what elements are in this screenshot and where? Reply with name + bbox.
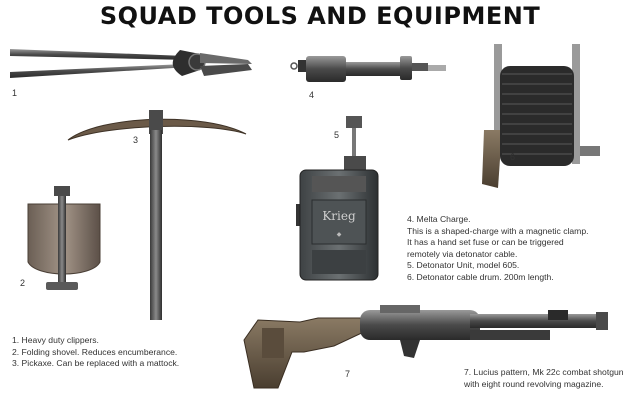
caption-line: 7. Lucius pattern, Mk 22c combat shotgun — [464, 367, 624, 377]
caption-line: 3. Pickaxe. Can be replaced with a matto… — [12, 358, 180, 368]
page-title: SQUAD TOOLS AND EQUIPMENT — [99, 2, 541, 30]
caption-line: with eight round revolving magazine. — [464, 378, 604, 389]
caption-right: 4. Melta Charge. This is a shaped-charge… — [407, 214, 589, 283]
pickaxe-illustration — [67, 110, 247, 320]
caption-line: 6. Detonator cable drum. 200m length. — [407, 271, 554, 282]
caption-left: 1. Heavy duty clippers. 2. Folding shove… — [12, 335, 179, 370]
shotgun-illustration — [243, 305, 608, 389]
item-number-5: 5 — [334, 130, 340, 140]
melta-charge-illustration — [290, 56, 446, 82]
krieg-marking: Krieg — [322, 209, 356, 223]
item-number-2: 2 — [20, 278, 26, 288]
caption-line: It has a hand set fuse or can be trigger… — [407, 237, 564, 247]
item-number-1: 1 — [12, 88, 18, 98]
folding-shovel-illustration — [27, 186, 101, 290]
clippers-illustration — [10, 49, 252, 78]
caption-line: 1. Heavy duty clippers. — [12, 335, 99, 345]
caption-line: 4. Melta Charge. — [407, 214, 471, 224]
caption-line: remotely via detonator cable. — [407, 248, 518, 259]
item-number-3: 3 — [133, 135, 139, 145]
detonator-unit-illustration: Krieg ◆ — [296, 116, 379, 281]
cable-drum-illustration — [482, 44, 600, 188]
item-number-6: 6 — [510, 152, 516, 162]
caption-line: This is a shaped-charge with a magnetic … — [407, 225, 589, 236]
item-number-4: 4 — [309, 90, 315, 100]
item-number-7: 7 — [345, 369, 351, 379]
caption-shotgun: 7. Lucius pattern, Mk 22c combat shotgun… — [464, 367, 624, 390]
svg-text:◆: ◆ — [337, 231, 342, 238]
caption-line: 5. Detonator Unit, model 605. — [407, 260, 520, 270]
caption-line: 2. Folding shovel. Reduces encumberance. — [12, 346, 178, 357]
